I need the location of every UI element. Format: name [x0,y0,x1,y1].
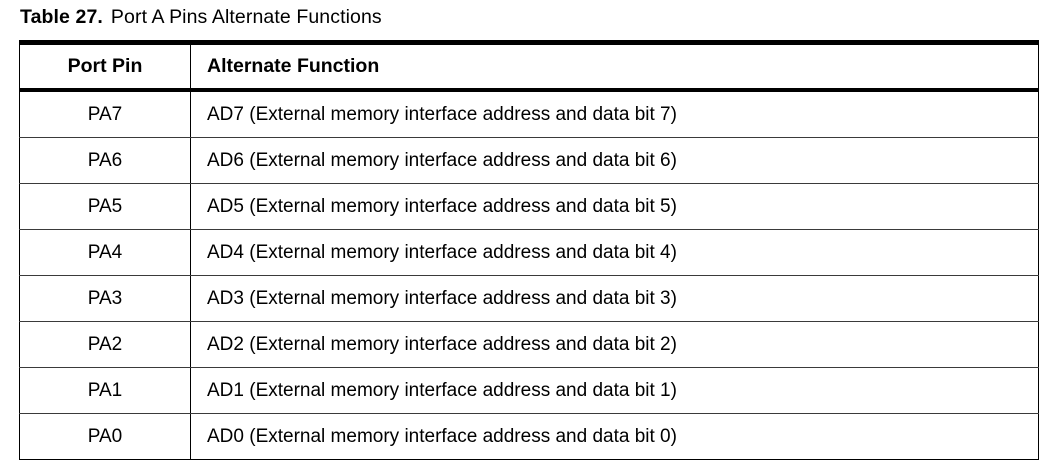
cell-alternate-function: AD2 (External memory interface address a… [190,321,1039,368]
cell-alternate-function: AD1 (External memory interface address a… [190,367,1039,414]
cell-alternate-function: AD4 (External memory interface address a… [190,229,1039,276]
cell-port-pin: PA2 [19,321,191,368]
cell-port-pin: PA1 [19,367,191,414]
cell-port-pin: PA3 [19,275,191,322]
cell-alternate-function: AD7 (External memory interface address a… [190,90,1039,138]
cell-port-pin: PA4 [19,229,191,276]
column-header-alternate-function: Alternate Function [190,40,1039,92]
cell-alternate-function: AD5 (External memory interface address a… [190,183,1039,230]
table-caption-title: Port A Pins Alternate Functions [110,6,382,28]
cell-port-pin: PA0 [19,413,191,460]
cell-alternate-function: AD3 (External memory interface address a… [190,275,1039,322]
cell-port-pin: PA5 [19,183,191,230]
table-caption: Table 27. Port A Pins Alternate Functions [20,4,382,30]
cell-port-pin: PA7 [19,90,191,138]
table-caption-label: Table 27. [20,6,103,28]
cell-alternate-function: AD6 (External memory interface address a… [190,137,1039,184]
cell-alternate-function: AD0 (External memory interface address a… [190,413,1039,460]
table-header-row: Port Pin Alternate Function [19,40,1039,92]
table-header: Port Pin Alternate Function [19,40,1039,92]
column-header-port-pin: Port Pin [19,40,191,92]
cell-port-pin: PA6 [19,137,191,184]
